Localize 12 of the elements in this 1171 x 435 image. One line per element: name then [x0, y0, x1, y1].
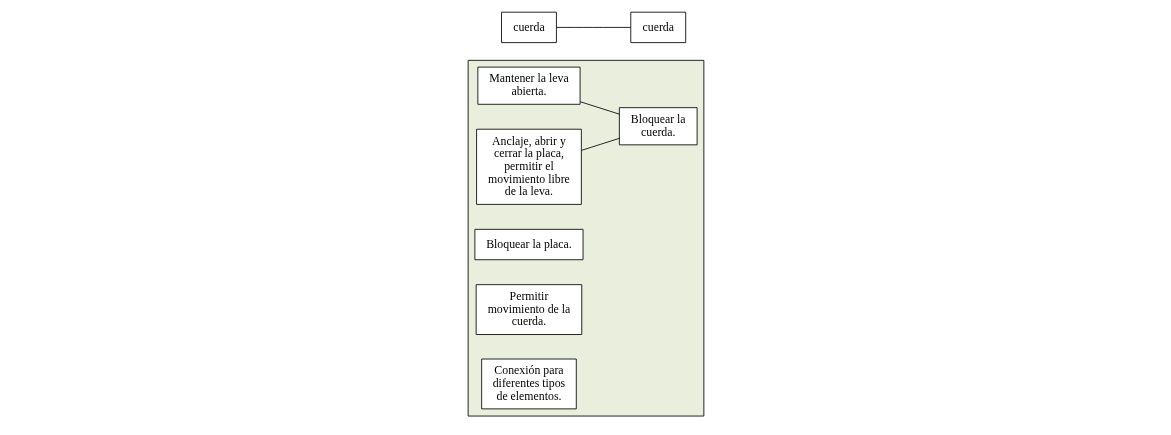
connector [555, 26, 631, 28]
node-box: Conexión para diferentes tipos de elementos. [480, 358, 577, 410]
node-box: Mantener la leva abierta. [476, 66, 580, 105]
node-box: Bloquear la cuerda. [618, 107, 697, 146]
node-box: Permitir movimiento de la cuerda. [475, 284, 582, 335]
connector [580, 137, 620, 151]
node-box: Anclaje, abrir y cerrar la placa, permitir el movimiento libre de la leva. [475, 128, 582, 205]
cluster [467, 59, 704, 417]
node-box: Bloquear la placa. [473, 228, 583, 261]
node-box: cuerda [500, 11, 557, 44]
connector [579, 101, 620, 115]
node-box: cuerda [629, 11, 686, 44]
